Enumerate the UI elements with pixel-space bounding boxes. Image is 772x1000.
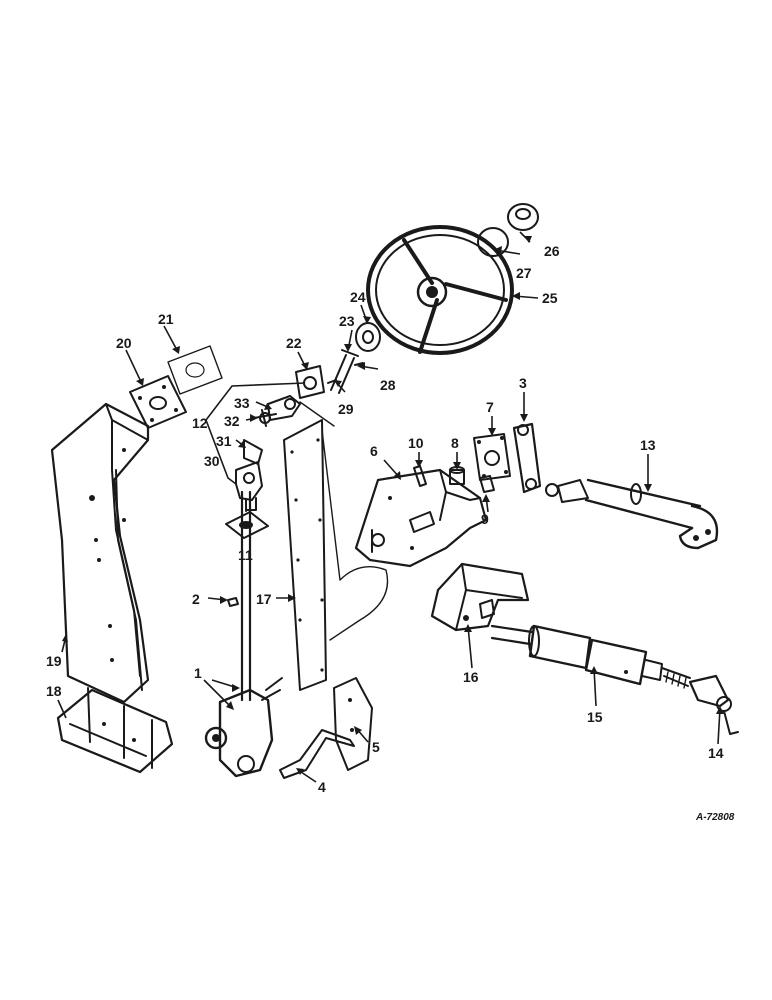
bracket-12 xyxy=(205,382,306,485)
callout-27: 27 xyxy=(516,265,532,281)
callout-20: 20 xyxy=(116,335,132,351)
callout-10: 10 xyxy=(408,435,424,451)
part-17-panel xyxy=(283,419,327,691)
callout-7: 7 xyxy=(486,399,494,415)
callout-21: 21 xyxy=(158,311,174,327)
reference-code: A-72808 xyxy=(695,812,735,823)
part-10-pin xyxy=(413,465,427,487)
callout-1: 1 xyxy=(194,665,202,681)
part-18-base-bracket xyxy=(56,687,174,774)
callout-22: 22 xyxy=(286,335,302,351)
part-13-drag-link xyxy=(545,478,719,550)
part-1-steering-gear xyxy=(204,490,283,778)
part-23-shaft xyxy=(330,349,359,394)
callout-14: 14 xyxy=(708,745,724,761)
callout-13: 13 xyxy=(640,437,656,453)
part-2-pin xyxy=(227,597,239,607)
part-3-pitman-arm xyxy=(512,422,542,494)
callout-31: 31 xyxy=(216,433,232,449)
part-22-bearing-plate xyxy=(295,365,325,399)
callout-23: 23 xyxy=(339,313,355,329)
callout-15: 15 xyxy=(587,709,603,725)
part-9-nut xyxy=(479,475,495,493)
callout-17: 17 xyxy=(256,591,272,607)
callout-18: 18 xyxy=(46,683,62,699)
part-7-bearing-plate xyxy=(473,433,511,481)
part-20-plate xyxy=(129,375,187,429)
callout-30: 30 xyxy=(204,453,220,469)
callout-25: 25 xyxy=(542,290,558,306)
arrowheads xyxy=(62,236,724,775)
part-5-bracket xyxy=(333,677,373,771)
callout-19: 19 xyxy=(46,653,62,669)
part-16-cylinder-bracket xyxy=(430,562,530,632)
callout-3: 3 xyxy=(519,375,527,391)
part-14-tie-rod-end xyxy=(688,674,739,735)
callout-28: 28 xyxy=(380,377,396,393)
callout-12: 12 xyxy=(192,415,208,431)
callout-2: 2 xyxy=(192,591,200,607)
part-33-yoke xyxy=(267,395,301,421)
part-6-bracket-plate xyxy=(354,468,488,568)
callout-8: 8 xyxy=(451,435,459,451)
part-27-ring xyxy=(477,227,509,257)
part-26-cap xyxy=(507,203,539,231)
callout-9: 9 xyxy=(481,511,489,527)
part-31-cross xyxy=(243,439,263,465)
part-28-pin xyxy=(354,362,364,366)
callout-29: 29 xyxy=(338,401,354,417)
part-25-steering-wheel xyxy=(366,225,514,355)
callout-labels: 1 2 3 4 5 6 7 8 9 10 11 12 13 14 15 16 1… xyxy=(46,243,735,823)
part-32-cross xyxy=(253,409,277,427)
callout-16: 16 xyxy=(463,669,479,685)
part-19-column-housing xyxy=(50,402,150,704)
callout-4: 4 xyxy=(318,779,326,795)
wire xyxy=(299,401,389,641)
callout-24: 24 xyxy=(350,289,366,305)
callout-5: 5 xyxy=(372,739,380,755)
part-24-hub xyxy=(355,322,381,352)
part-11-plate xyxy=(225,511,269,539)
callout-32: 32 xyxy=(224,413,240,429)
part-21-gasket xyxy=(167,345,223,395)
callout-26: 26 xyxy=(544,243,560,259)
callout-11: 11 xyxy=(238,547,253,563)
part-15-cylinder xyxy=(490,624,691,689)
part-4-bracket xyxy=(279,729,355,779)
callout-33: 33 xyxy=(234,395,250,411)
callout-6: 6 xyxy=(370,443,378,459)
